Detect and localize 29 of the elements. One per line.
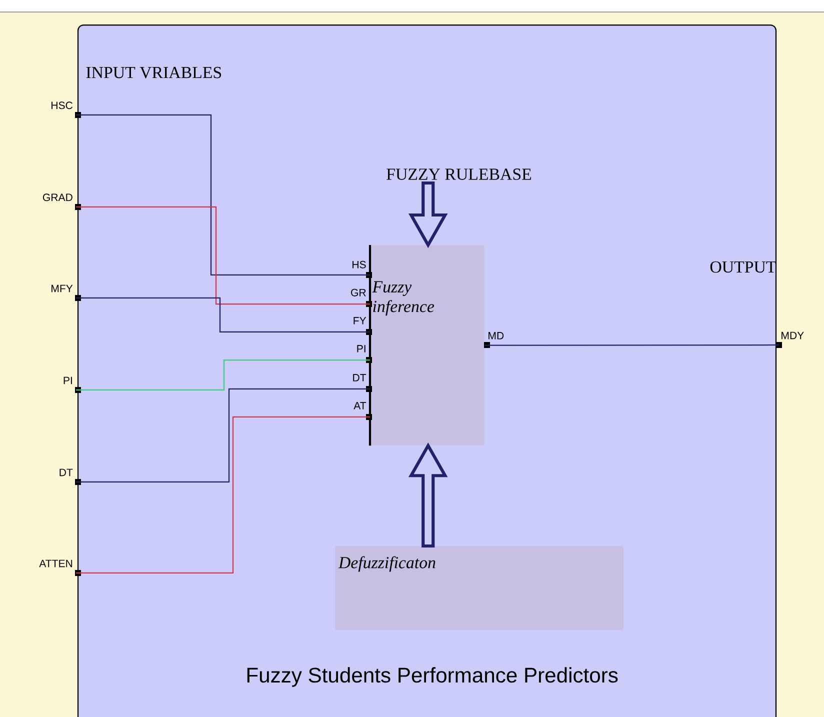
port-label: PI [357, 345, 366, 352]
caption-text: Fuzzy Students Performance Predictors [247, 667, 618, 687]
input-port-label: PI [64, 376, 72, 384]
signal-line [484, 344, 779, 346]
heading-text: INPUT VRIABLES [86, 66, 222, 78]
block-arrow [408, 181, 448, 248]
port-label: HS [352, 260, 366, 268]
port-label: FY [354, 317, 366, 324]
input-port-label: MFY [52, 284, 73, 292]
port-label: GR [351, 288, 366, 296]
port-label: DT [353, 374, 366, 382]
signal-line [76, 416, 370, 574]
input-port-label: ATTEN [39, 560, 72, 568]
signal-line [76, 359, 370, 391]
heading-text: FUZZY RULEBASE [386, 168, 532, 180]
inference-block: Fuzzy inference [368, 245, 484, 446]
port-label: AT [354, 402, 366, 410]
input-port-label: DT [60, 468, 73, 476]
input-port-label: GRAD [42, 194, 72, 202]
signal-line [76, 297, 370, 333]
signal-line [76, 206, 370, 305]
input-port-label: HSC [52, 102, 72, 110]
signal-line [76, 114, 370, 276]
output-port-label: MDY [782, 332, 804, 340]
signal-line [76, 388, 370, 483]
port-label: MD [488, 332, 504, 340]
heading-text: OUTPUT [710, 261, 776, 273]
block-arrow [408, 442, 448, 548]
defuzzification-box: Defuzzificaton [335, 546, 624, 630]
